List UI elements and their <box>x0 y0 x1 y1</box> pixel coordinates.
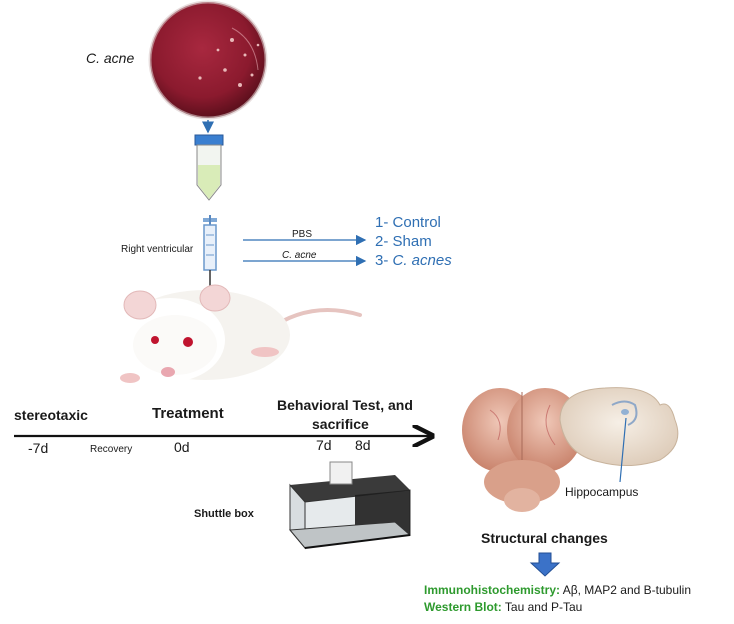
stage-behavioral-test: Behavioral Test, and <box>277 397 413 413</box>
hippocampus-label: Hippocampus <box>565 485 639 499</box>
recovery-label: Recovery <box>90 444 133 455</box>
centrifuge-tube-icon <box>194 134 224 201</box>
stage-treatment: Treatment <box>152 405 224 422</box>
injection-site-label: Right ventricular <box>121 244 194 255</box>
rat-image <box>115 284 362 383</box>
method-line: Immunohistochemistry: Aβ, MAP2 and B-tub… <box>424 583 692 597</box>
tick-label: -7d <box>28 440 49 456</box>
down-arrow-icon <box>529 552 561 577</box>
organism-label: C. acne <box>86 50 135 66</box>
stage-sacrifice: sacrifice <box>312 416 369 432</box>
group-item: 2- Sham <box>375 233 432 250</box>
brain-slice-image <box>559 387 679 466</box>
petri-dish-image <box>148 0 268 120</box>
tick-label: 8d <box>355 437 371 453</box>
stage-stereotaxic: stereotaxic <box>14 407 88 423</box>
tick-label: 7d <box>316 437 332 453</box>
arrow-pbs-label: PBS <box>292 229 313 240</box>
group-item: 1- Control <box>375 214 441 231</box>
structural-changes-title: Structural changes <box>481 530 608 546</box>
shuttle-box-label: Shuttle box <box>194 508 254 520</box>
group-item: 3- C. acnes <box>375 252 452 269</box>
method-line: Western Blot: Tau and P-Tau <box>424 600 583 614</box>
tick-label: 0d <box>174 439 190 455</box>
hippocampus-pointer <box>619 417 627 483</box>
shuttle-box-image <box>288 461 412 550</box>
syringe-icon <box>203 215 217 292</box>
arrow-c-acne-label: C. acne <box>282 250 317 261</box>
